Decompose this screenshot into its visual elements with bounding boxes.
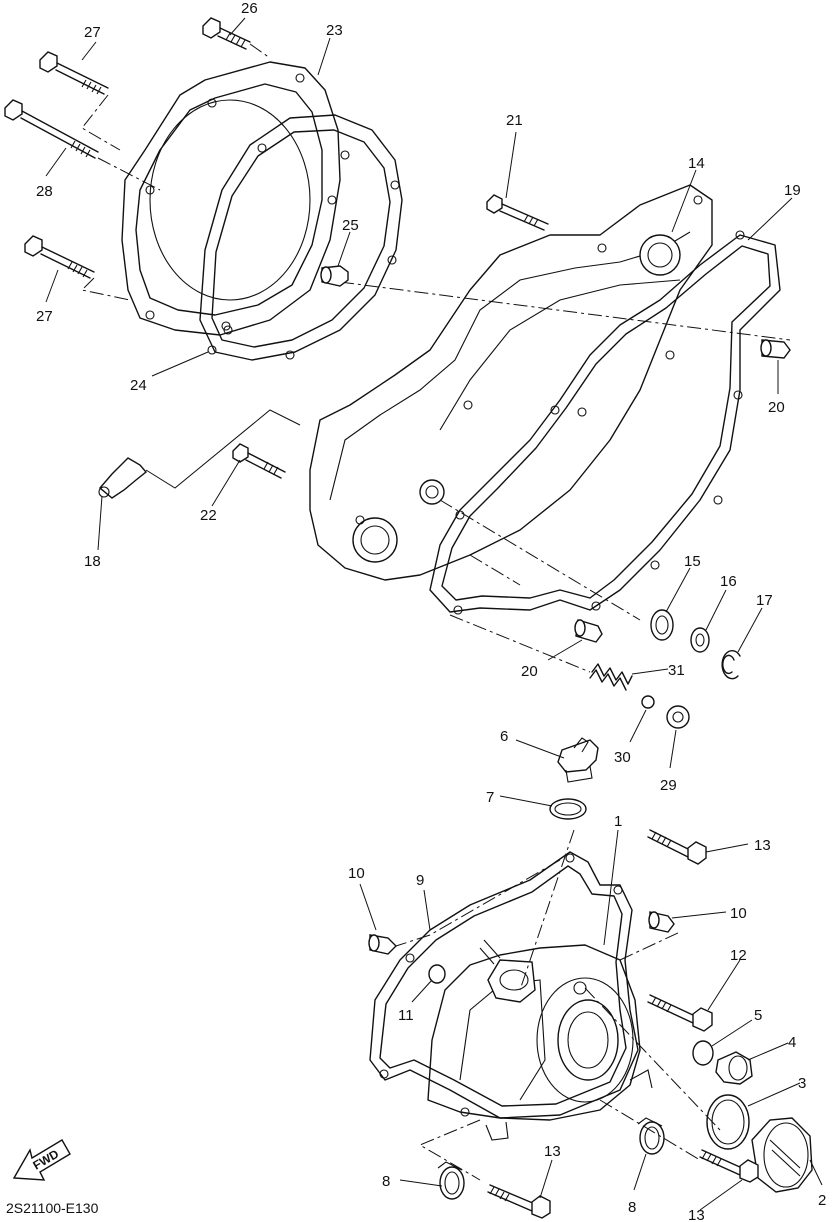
clamp-8-left — [437, 1161, 465, 1200]
callout-30: 30 — [614, 749, 631, 766]
bolt-13-lower-left — [487, 1184, 551, 1219]
dowel-20-upper — [760, 339, 791, 359]
clamp-8-right — [637, 1117, 665, 1155]
crankcase-cover-14 — [309, 184, 713, 581]
callout-13: 13 — [754, 837, 771, 854]
alignment-line — [439, 499, 641, 621]
alignment-line — [519, 829, 575, 991]
callout-24: 24 — [130, 377, 147, 394]
callout-1: 1 — [614, 813, 622, 830]
callout-31: 31 — [668, 662, 685, 679]
gasket-19 — [429, 230, 781, 615]
alignment-line — [469, 554, 521, 586]
callout-8: 8 — [628, 1199, 636, 1216]
callout-6: 6 — [500, 728, 508, 745]
bolt-21 — [486, 194, 549, 231]
callout-4: 4 — [788, 1034, 796, 1051]
fitting-18 — [98, 409, 301, 499]
callout-11: 11 — [398, 1007, 414, 1024]
alignment-line — [599, 1099, 701, 1161]
alignment-line — [449, 614, 591, 673]
ball-30 — [641, 695, 655, 709]
callout-13: 13 — [544, 1143, 561, 1160]
callout-25: 25 — [342, 217, 359, 234]
bolt-22 — [232, 443, 286, 479]
callout-10: 10 — [348, 865, 365, 882]
alignment-line — [81, 94, 121, 151]
alignment-line — [339, 281, 791, 341]
leader-lines — [45, 17, 823, 1211]
callout-23: 23 — [326, 22, 343, 39]
callout-18: 18 — [84, 553, 101, 570]
oil-seal-15 — [650, 609, 674, 641]
gasket-24 — [199, 114, 403, 361]
alignment-line — [418, 1119, 481, 1181]
o-ring-7 — [549, 798, 587, 820]
bush-29 — [666, 705, 690, 729]
alignment-line — [395, 859, 561, 947]
callout-2: 2 — [818, 1192, 826, 1209]
bolt-26 — [202, 17, 251, 50]
dowel-25 — [320, 265, 349, 287]
dowel-20-lower — [574, 619, 603, 643]
diagram-code: 2S21100-E130 — [6, 1200, 99, 1216]
callout-19: 19 — [784, 182, 801, 199]
fwd-arrow-icon: FWD — [12, 1139, 71, 1181]
bolt-27-lower — [24, 235, 95, 279]
callout-8: 8 — [382, 1173, 390, 1190]
callout-21: 21 — [506, 112, 523, 129]
callout-14: 14 — [688, 155, 705, 172]
callout-3: 3 — [798, 1075, 806, 1092]
callout-20: 20 — [521, 663, 538, 680]
bolt-28 — [4, 99, 99, 159]
callout-27: 27 — [84, 24, 101, 41]
callouts: 27 26 23 28 25 27 24 21 14 19 20 22 18 1… — [36, 0, 826, 1222]
dowel-10-left — [368, 934, 397, 955]
callout-28: 28 — [36, 183, 53, 200]
bolt-13-lower-right — [699, 1149, 759, 1183]
alignment-line — [80, 277, 131, 301]
plug-6 — [557, 737, 599, 783]
callout-22: 22 — [200, 507, 217, 524]
o-ring-11 — [428, 964, 446, 984]
cover-1 — [427, 939, 653, 1141]
bolt-27-upper — [39, 51, 109, 95]
callout-10: 10 — [730, 905, 747, 922]
callout-15: 15 — [684, 553, 701, 570]
callout-26: 26 — [241, 0, 258, 17]
gasket-9 — [369, 851, 639, 1119]
plug-4 — [715, 1051, 753, 1085]
alignment-line — [584, 987, 721, 1131]
alignment-line — [249, 43, 271, 59]
clutch-cover-23 — [121, 61, 341, 336]
callout-27: 27 — [36, 308, 53, 325]
callout-12: 12 — [730, 947, 747, 964]
spring-31 — [589, 663, 633, 691]
dowel-10-right — [648, 911, 675, 933]
circlip-17 — [721, 649, 741, 680]
callout-9: 9 — [416, 872, 424, 889]
callout-29: 29 — [660, 777, 677, 794]
callout-13: 13 — [688, 1207, 705, 1222]
alignment-line — [619, 931, 681, 961]
bolt-13-upper — [647, 829, 707, 865]
callout-20: 20 — [768, 399, 785, 416]
washer-16 — [690, 627, 710, 653]
callout-7: 7 — [486, 789, 494, 806]
callout-16: 16 — [720, 573, 737, 590]
o-ring-3 — [706, 1094, 750, 1150]
bolt-12 — [647, 994, 713, 1032]
callout-5: 5 — [754, 1007, 762, 1024]
cap-2 — [751, 1117, 813, 1193]
callout-17: 17 — [756, 592, 773, 609]
o-ring-5 — [692, 1040, 714, 1066]
